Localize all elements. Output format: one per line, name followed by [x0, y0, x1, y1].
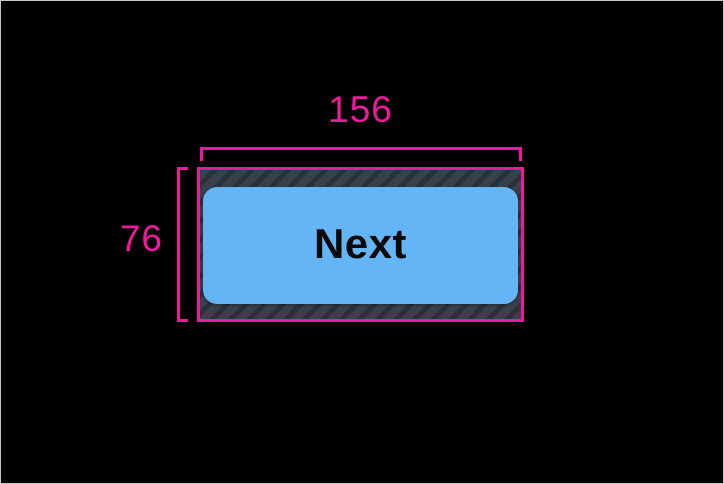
width-dimension-label: 156: [328, 89, 393, 130]
height-measurement-bracket: [177, 167, 188, 322]
width-measurement-bracket: [200, 147, 522, 161]
next-button[interactable]: Next: [203, 187, 518, 304]
selection-bounds-box: Next: [197, 167, 524, 322]
height-dimension-label: 76: [119, 218, 163, 259]
next-button-label: Next: [313, 220, 408, 267]
